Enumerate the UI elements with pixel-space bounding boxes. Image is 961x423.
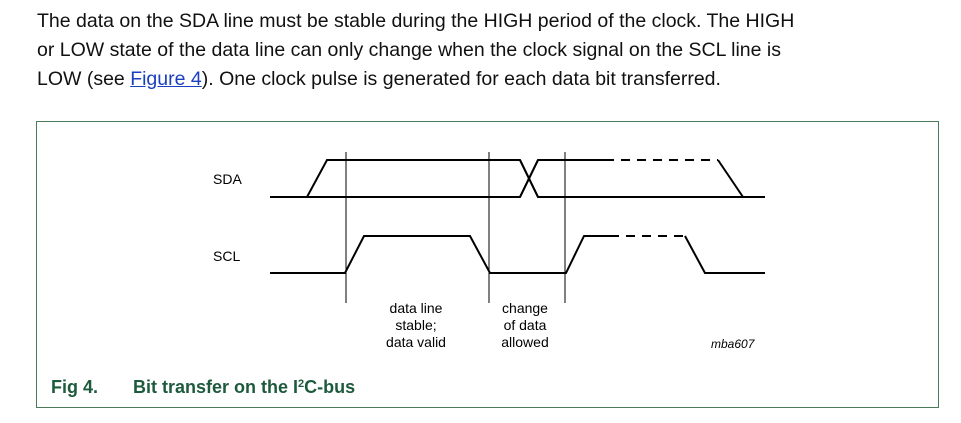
paragraph-line-1: The data on the SDA line must be stable … <box>37 10 795 32</box>
sda-label: SDA <box>213 171 242 187</box>
figure-frame <box>36 121 939 408</box>
figure-4-link[interactable]: Figure 4 <box>130 68 202 90</box>
sda-waveform <box>270 159 765 198</box>
stable-annotation: data line stable; data valid <box>386 300 446 350</box>
sda-trace-high <box>307 159 605 198</box>
figure-code: mba607 <box>711 337 756 351</box>
paragraph-line-3-start: LOW (see <box>37 68 131 90</box>
scl-trace <box>270 235 610 274</box>
paragraph-line-2: or LOW state of the data line can only c… <box>37 39 781 61</box>
stable-note-line-1: data line <box>390 300 443 316</box>
sda-trace-end <box>717 159 744 198</box>
paragraph-line-3-end: ). One clock pulse is generated for each… <box>201 68 721 90</box>
sda-crossing-b <box>519 159 539 198</box>
scl-trace-end <box>684 235 765 274</box>
change-annotation: change of data allowed <box>501 300 548 350</box>
change-note-line-1: change <box>502 300 548 316</box>
caption-title-start: Bit transfer on the I <box>133 377 299 397</box>
change-note-line-2: of data <box>504 317 547 333</box>
paragraph-line-3: LOW (see Figure 4). One clock pulse is g… <box>37 65 947 94</box>
caption-title-end: C-bus <box>304 377 356 397</box>
scl-label: SCL <box>213 248 240 264</box>
stable-note-line-2: stable; <box>395 317 436 333</box>
stable-note-line-3: data valid <box>386 334 446 350</box>
figure-number: Fig 4. <box>51 377 99 397</box>
figure-caption: Fig 4. Bit transfer on the I2C-bus <box>51 377 355 398</box>
scl-waveform <box>270 235 765 274</box>
body-paragraph: The data on the SDA line must be stable … <box>37 7 947 94</box>
sda-trace-low <box>270 159 765 198</box>
timing-markers <box>345 152 566 303</box>
caption-superscript: 2 <box>298 378 305 390</box>
change-note-line-3: allowed <box>501 334 548 350</box>
